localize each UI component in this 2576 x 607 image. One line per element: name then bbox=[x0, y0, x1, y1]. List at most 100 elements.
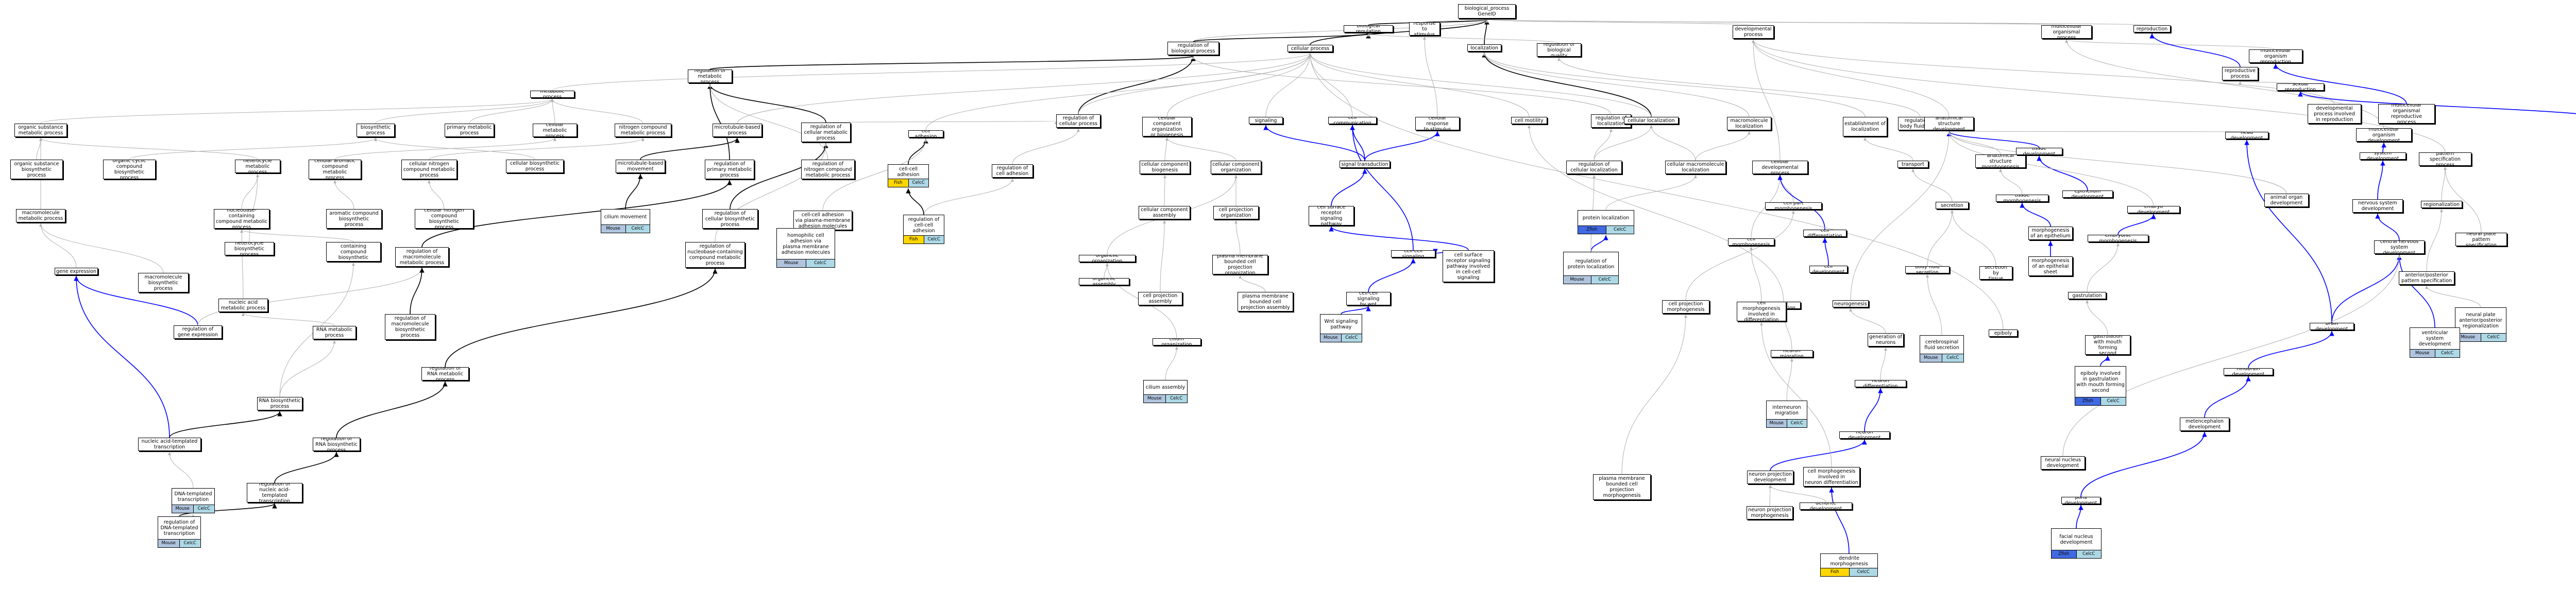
go-term-node[interactable]: cellular component organization or bioge… bbox=[1142, 117, 1192, 136]
go-term-node[interactable]: macromolecule biosynthetic process bbox=[138, 273, 189, 292]
go-term-node[interactable]: gastrulation bbox=[2068, 292, 2106, 299]
go-term-node[interactable]: tissue development bbox=[2016, 148, 2062, 155]
go-term-node[interactable]: cellular nitrogen compound biosynthetic … bbox=[415, 209, 473, 229]
go-term-node[interactable]: neural nucleus development bbox=[2041, 456, 2085, 470]
go-term-node[interactable]: plasma membrane bounded cell projection … bbox=[1238, 292, 1293, 311]
go-term-node[interactable]: regulation of primary metabolic process bbox=[705, 160, 754, 179]
go-term-node[interactable]: cell development bbox=[1809, 266, 1848, 273]
go-term-node[interactable]: organelle organization bbox=[1079, 255, 1136, 262]
go-term-node[interactable]: biological_process GeneID bbox=[1458, 4, 1516, 19]
go-term-node[interactable]: regulation of macromolecule biosynthetic… bbox=[385, 314, 435, 340]
go-term-node[interactable]: regulation of cell adhesion bbox=[992, 164, 1033, 178]
go-term-node[interactable]: neuron differentiation bbox=[1855, 380, 1906, 387]
go-term-node[interactable]: regulation of gene expression bbox=[174, 325, 222, 339]
go-term-node[interactable]: cellular localization bbox=[1624, 117, 1679, 124]
go-term-node[interactable]: pattern specification process bbox=[2419, 152, 2471, 166]
go-term-node[interactable]: embryo development bbox=[2127, 206, 2180, 213]
go-term-node[interactable]: primary metabolic process bbox=[445, 124, 494, 137]
go-term-node[interactable]: regulation of RNA biosynthetic process bbox=[313, 438, 360, 451]
go-term-node[interactable]: cellular aromatic compound metabolic pro… bbox=[309, 160, 361, 179]
go-term-node[interactable]: epiboly bbox=[1989, 329, 2018, 337]
go-term-node[interactable]: regulation of biological process bbox=[1167, 42, 1219, 55]
go-term-node[interactable]: cellular component biogenesis bbox=[1140, 161, 1190, 174]
go-term-node[interactable]: organelle assembly bbox=[1079, 278, 1129, 285]
go-term-node[interactable]: multicellular organism development bbox=[2356, 128, 2412, 142]
go-term-node[interactable]: cell surface receptor signaling pathway bbox=[1309, 206, 1354, 226]
go-term-node[interactable]: cellular macromolecule localization bbox=[1665, 161, 1726, 174]
go-term-node[interactable]: cell part morphogenesis bbox=[1765, 202, 1822, 210]
go-term-node[interactable]: nervous system development bbox=[2352, 199, 2403, 213]
go-term-node[interactable]: regulation of biological quality bbox=[1537, 43, 1581, 57]
go-term-node[interactable]: cell projection morphogenesis bbox=[1662, 300, 1709, 314]
go-term-node[interactable]: regulation of cellular process bbox=[1056, 114, 1100, 128]
go-term-node[interactable]: cellular response to stimulus bbox=[1415, 117, 1460, 130]
go-term-node[interactable]: regulation of nucleic acid-templated tra… bbox=[247, 483, 302, 502]
go-term-node[interactable]: response to stimulus bbox=[1409, 22, 1440, 36]
go-term-node[interactable]: body fluid secretion bbox=[1905, 266, 1950, 273]
go-term-node[interactable]: RNA metabolic process bbox=[313, 326, 356, 339]
go-term-node[interactable]: biosynthetic process bbox=[357, 124, 395, 137]
go-term-node[interactable]: cell differentiation bbox=[1803, 230, 1846, 237]
go-term-node[interactable]: reproduction bbox=[2133, 25, 2171, 32]
go-term-node[interactable]: nucleobase-containing compound metabolic… bbox=[214, 209, 269, 229]
go-term-node[interactable]: multicellular organism reproduction bbox=[2249, 49, 2302, 63]
go-term-node[interactable]: morphogenesis of an epithelial sheet bbox=[2028, 256, 2073, 276]
go-term-node[interactable]: gastrulation with mouth forming second bbox=[2085, 335, 2130, 355]
go-term-node[interactable]: cell projection assembly bbox=[1138, 292, 1182, 305]
go-term-node[interactable]: RNA biosynthetic process bbox=[257, 397, 302, 410]
go-term-node[interactable]: aromatic compound biosynthetic process bbox=[326, 209, 382, 229]
go-term-node[interactable]: neuron projection development bbox=[1747, 471, 1793, 484]
go-term-node[interactable]: cell morphogenesis involved in neuron di… bbox=[1803, 467, 1860, 487]
go-term-node[interactable]: sexual reproduction bbox=[2277, 83, 2324, 91]
go-term-node[interactable]: cell-cell signaling by wnt bbox=[1346, 292, 1391, 305]
go-term-node[interactable]: macromolecule localization bbox=[1727, 117, 1771, 130]
go-term-node[interactable]: regulation of macromolecule metabolic pr… bbox=[395, 247, 449, 267]
go-term-node[interactable]: plasma membrane bounded cell projection … bbox=[1212, 255, 1268, 274]
go-term-node[interactable]: brain development bbox=[2310, 323, 2354, 330]
go-term-node[interactable]: cell morphogenesis involved in different… bbox=[1737, 302, 1786, 321]
go-term-node[interactable]: cellular component organization bbox=[1211, 161, 1261, 174]
go-term-node[interactable]: heterocycle metabolic process bbox=[235, 160, 280, 173]
go-term-node[interactable]: cell surface receptor signaling pathway … bbox=[1443, 250, 1494, 282]
go-term-node[interactable]: epiboly involved in gastrulation with mo… bbox=[2075, 366, 2126, 406]
go-term-node[interactable]: neural plate anterior/posterior regional… bbox=[2455, 307, 2506, 342]
go-term-node[interactable]: organic substance biosynthetic process bbox=[10, 160, 63, 179]
go-term-node[interactable]: neuron development bbox=[1839, 431, 1890, 439]
go-term-node[interactable]: cell adhesion bbox=[908, 130, 943, 137]
go-term-node[interactable]: animal organ development bbox=[2264, 194, 2309, 207]
go-term-node[interactable]: cell morphogenesis bbox=[1728, 238, 1774, 246]
go-term-node[interactable]: developmental process bbox=[1733, 25, 1774, 39]
go-term-node[interactable]: gene expression bbox=[55, 268, 98, 275]
go-term-node[interactable]: homophilic cell adhesion via plasma memb… bbox=[776, 228, 835, 268]
go-term-node[interactable]: localization bbox=[1467, 44, 1501, 51]
go-term-node[interactable]: neuron projection morphogenesis bbox=[1747, 506, 1793, 519]
go-term-node[interactable]: embryonic morphogenesis bbox=[2088, 235, 2148, 242]
go-term-node[interactable]: tissue morphogenesis bbox=[1996, 195, 2048, 202]
go-term-node[interactable]: nucleobase-containing compound biosynthe… bbox=[326, 242, 381, 262]
go-term-node[interactable]: signal transduction bbox=[1340, 161, 1390, 168]
go-term-node[interactable]: nucleic acid-templated transcription bbox=[138, 438, 201, 451]
go-term-node[interactable]: nitrogen compound metabolic process bbox=[615, 124, 671, 137]
go-term-node[interactable]: pons development bbox=[2061, 497, 2100, 504]
go-term-node[interactable]: neural plate pattern specification bbox=[2455, 233, 2507, 246]
go-term-node[interactable]: neuron migration bbox=[1771, 350, 1813, 357]
go-term-node[interactable]: anatomical structure development bbox=[1924, 117, 1974, 130]
go-term-node[interactable]: central nervous system development bbox=[2374, 240, 2425, 254]
go-term-node[interactable]: signaling bbox=[1249, 117, 1283, 124]
go-term-node[interactable]: regulation of DNA-templated transcriptio… bbox=[158, 516, 201, 548]
go-term-node[interactable]: organic cyclic compound biosynthetic pro… bbox=[103, 160, 156, 179]
go-term-node[interactable]: microtubule-based process bbox=[713, 124, 762, 137]
go-term-node[interactable]: developmental process involved in reprod… bbox=[2308, 104, 2361, 124]
go-term-node[interactable]: multicellular organismal reproductive pr… bbox=[2378, 104, 2435, 124]
go-term-node[interactable]: morphogenesis of an epithelium bbox=[2028, 227, 2073, 240]
